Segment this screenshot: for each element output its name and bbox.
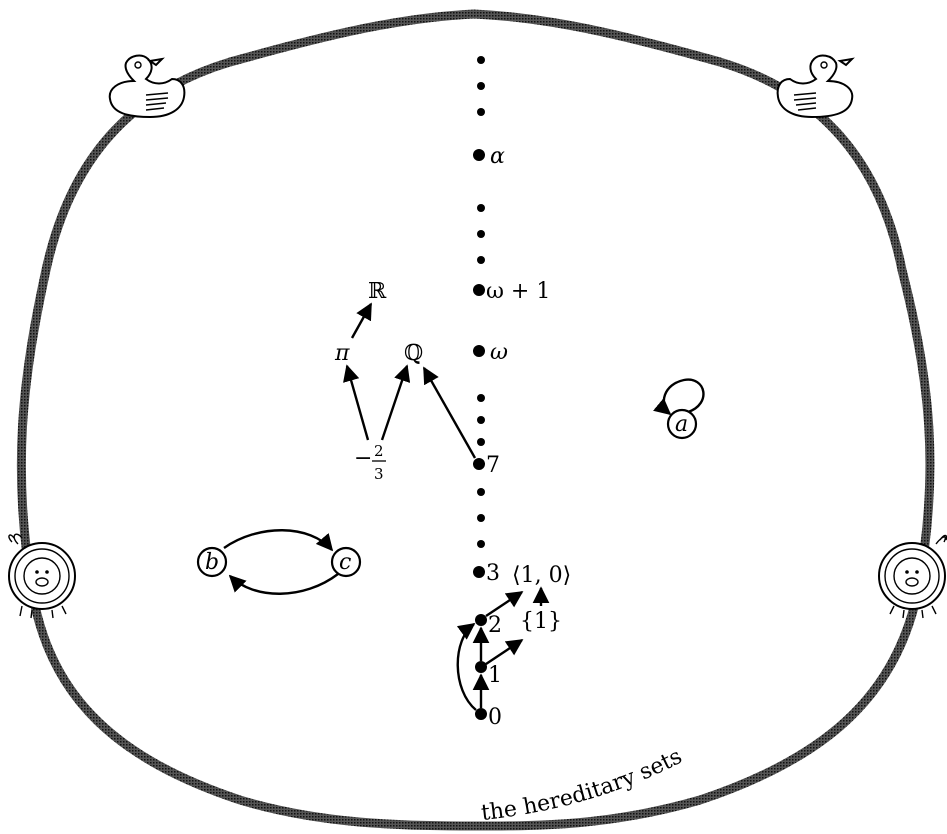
ordinal-node-zero <box>475 708 487 720</box>
label-omega-plus-one: ω + 1 <box>486 279 550 304</box>
edge-two-to-pair <box>486 592 522 616</box>
ellipsis-dot <box>477 514 485 522</box>
atom-c-node: c <box>332 548 360 576</box>
ellipsis-dot <box>477 56 485 64</box>
ellipsis-dot <box>477 438 485 446</box>
universe-boundary <box>21 14 930 826</box>
label-minus-sign: − <box>354 446 372 471</box>
ellipsis-dot <box>477 488 485 496</box>
label-one: 1 <box>488 663 502 688</box>
ellipsis-dot <box>477 256 485 264</box>
label-singleton: {1} <box>520 609 562 634</box>
ordinal-node-omega <box>473 345 485 357</box>
ordinal-node-three <box>473 566 485 578</box>
edge-pi-to-reals <box>352 304 371 338</box>
label-alpha: α <box>490 144 505 169</box>
label-b: b <box>205 550 219 575</box>
edge-a-self-loop <box>664 380 704 414</box>
ordinal-node-omega-plus-one <box>473 284 485 296</box>
ellipsis-dot <box>477 416 485 424</box>
ellipsis-dot <box>477 230 485 238</box>
ordinal-node-one <box>475 661 487 673</box>
edge-c-to-b <box>230 574 338 594</box>
atom-b-node: b <box>198 548 226 576</box>
label-rationals: ℚ <box>404 341 423 366</box>
label-two: 2 <box>488 613 502 638</box>
ordinal-node-alpha <box>473 149 485 161</box>
edge-one-to-singleton <box>486 640 522 664</box>
label-reals: ℝ <box>368 279 387 304</box>
label-pair: ⟨1, 0⟩ <box>512 563 571 588</box>
ordinal-node-two <box>475 614 487 626</box>
ordinal-node-seven <box>473 458 485 470</box>
edge-minus-two-thirds-to-pi <box>347 366 368 440</box>
label-a: a <box>675 412 688 437</box>
label-omega: ω <box>490 340 508 365</box>
ellipsis-dot <box>477 540 485 548</box>
label-pi: π <box>334 341 350 366</box>
ellipsis-dot <box>477 204 485 212</box>
ellipsis-dot <box>477 82 485 90</box>
label-fraction-denominator: 3 <box>374 465 384 483</box>
ordinal-spine <box>473 56 487 720</box>
ellipsis-dot <box>477 394 485 402</box>
label-three: 3 <box>486 561 500 586</box>
edge-zero-to-two <box>458 624 476 710</box>
label-c: c <box>339 550 351 575</box>
edge-minus-two-thirds-to-rationals <box>382 366 407 440</box>
pig-icon <box>9 534 75 618</box>
label-seven: 7 <box>486 453 500 478</box>
edge-b-to-c <box>224 530 332 550</box>
label-zero: 0 <box>488 705 502 730</box>
ellipsis-dot <box>477 108 485 116</box>
label-minus-two-thirds: − 2 3 <box>354 442 386 483</box>
pig-icon <box>879 536 947 619</box>
duck-icon <box>110 56 185 117</box>
atom-a-node: a <box>664 380 704 438</box>
edge-seven-to-rationals <box>424 368 475 458</box>
duck-icon <box>778 56 853 117</box>
label-fraction-numerator: 2 <box>374 442 384 460</box>
